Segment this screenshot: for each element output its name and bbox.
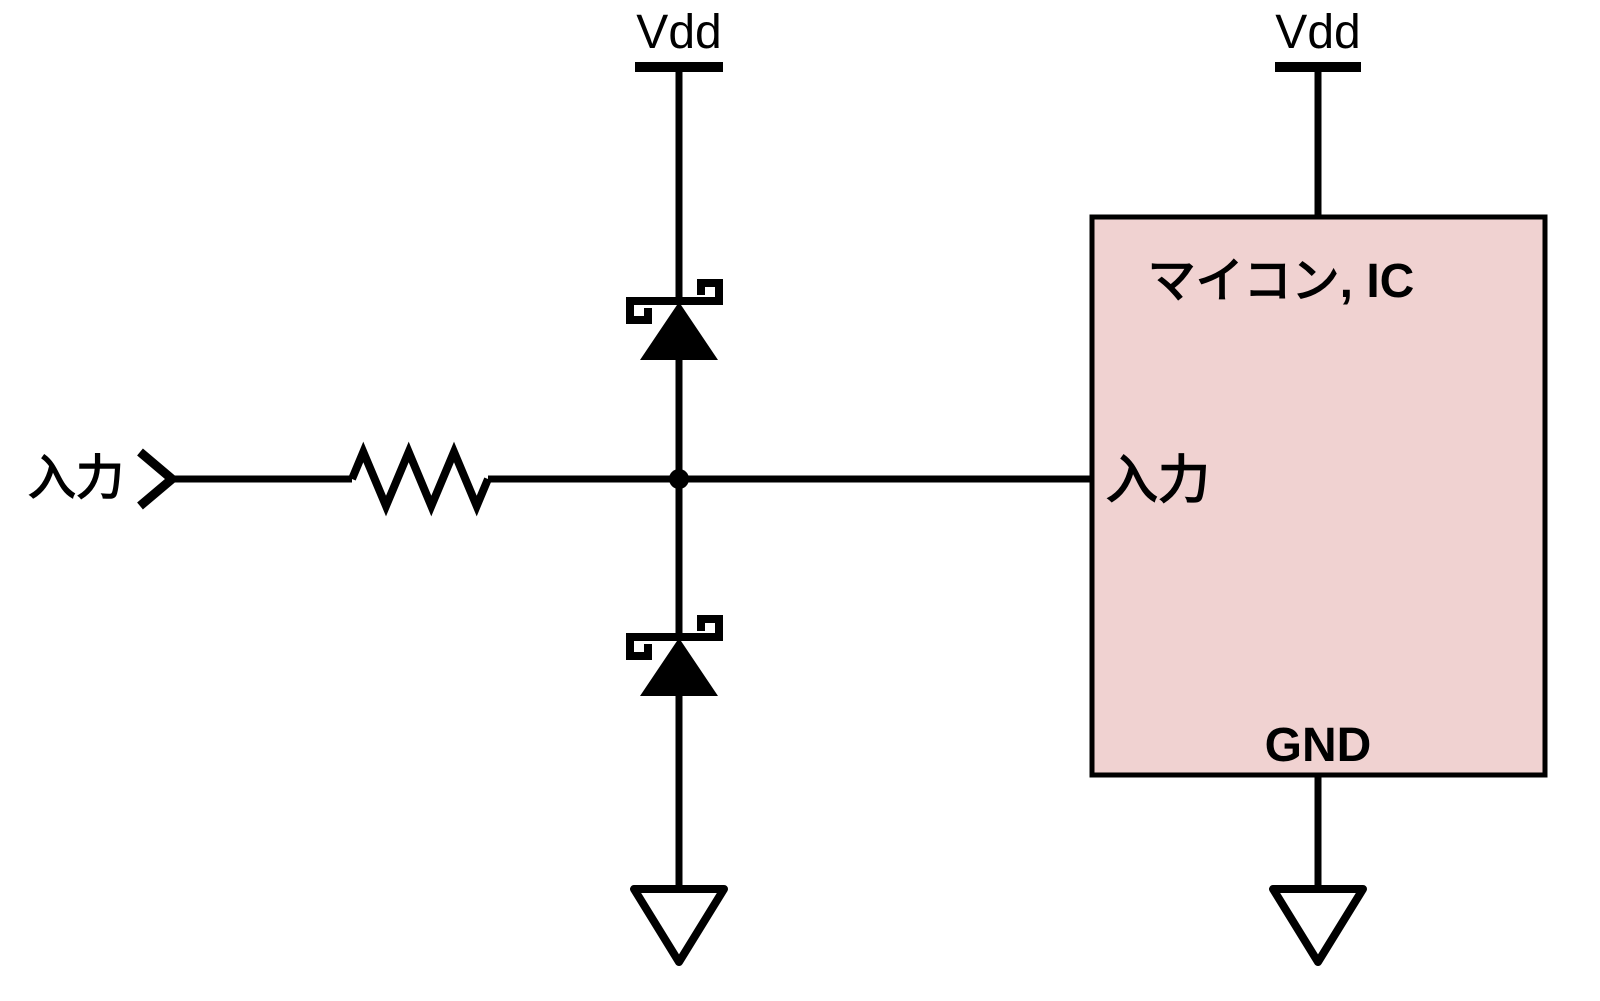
schottky-diode-top — [626, 279, 723, 360]
schottky-cathode-top — [626, 279, 723, 324]
diode-anode-triangle-top — [640, 302, 718, 360]
resistor — [348, 441, 492, 517]
ground-symbol-right — [1269, 885, 1367, 966]
ic-title: マイコン, IC — [1148, 255, 1415, 308]
vdd-right-label: Vdd — [1275, 6, 1360, 59]
ic-box: マイコン, IC 入力 GND — [1089, 214, 1548, 778]
diode-anode-triangle-bottom — [640, 638, 718, 696]
schottky-cathode-bottom — [626, 615, 723, 660]
ic-input-pin-label: 入力 — [1106, 452, 1210, 510]
schottky-diode-bottom — [626, 615, 723, 696]
input-terminal: 入力 — [28, 448, 179, 510]
input-connector-chevron — [137, 448, 179, 510]
ic-box-body — [1089, 214, 1548, 778]
vdd-rail-left: Vdd — [635, 6, 723, 72]
ic-gnd-pin-label: GND — [1265, 719, 1372, 772]
vdd-rail-right: Vdd — [1275, 6, 1361, 72]
ground-symbol-left — [630, 885, 728, 966]
input-label: 入力 — [28, 452, 124, 505]
vdd-left-label: Vdd — [636, 6, 721, 59]
